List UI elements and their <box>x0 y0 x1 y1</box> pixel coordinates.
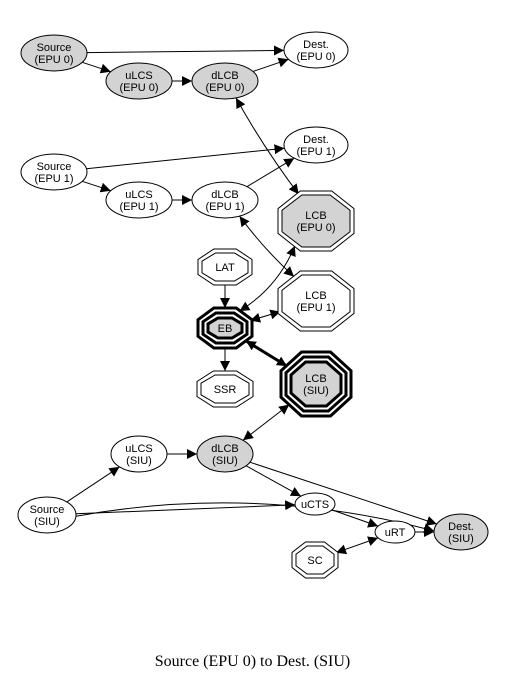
node-sc-label-1: SC <box>307 555 322 567</box>
node-lat: LAT <box>197 248 253 286</box>
edge-src-epu1-to-dest-epu1 <box>86 144 285 170</box>
edge-eb-to-lcb-epu0 <box>239 245 296 312</box>
node-lat-label-1: LAT <box>215 262 235 274</box>
node-lcb-siu-label-1: LCB <box>305 373 326 385</box>
edge-eb-to-lcb-epu1 <box>249 309 281 323</box>
node-dlcb-siu: dLCB(SIU) <box>196 435 254 473</box>
node-lcb-epu0: LCB(EPU 0) <box>277 190 355 252</box>
edge-dlcb-siu-to-lcb-siu <box>242 404 290 441</box>
node-dest-epu0-label-1: Dest. <box>303 39 329 51</box>
edge-src-epu0-to-dest-epu0 <box>86 45 285 56</box>
node-lcb-epu0-label-1: LCB <box>305 210 326 222</box>
node-dest-siu-label-1: Dest. <box>448 521 474 533</box>
node-dlcb-epu0-label-2: (EPU 0) <box>205 82 244 94</box>
edge-dlcb-siu-to-dest-siu <box>249 461 437 526</box>
node-dest-epu1: Dest.(EPU 1) <box>283 126 349 164</box>
node-ucts: uCTS <box>294 492 336 516</box>
edge-dlcb-siu-to-ucts <box>245 465 302 497</box>
node-dlcb-epu1-label-2: (EPU 1) <box>205 201 244 213</box>
edges-layer <box>66 45 437 555</box>
node-dlcb-siu-label-2: (SIU) <box>212 455 238 467</box>
node-ucts-label-1: uCTS <box>301 499 329 511</box>
node-src-epu1-label-2: (EPU 1) <box>34 173 73 185</box>
node-ulcs-epu1-label-2: (EPU 1) <box>119 201 158 213</box>
node-dlcb-epu1-label-1: dLCB <box>211 189 239 201</box>
node-dlcb-epu1: dLCB(EPU 1) <box>191 181 259 219</box>
edge-dlcb-epu1-to-dest-epu1 <box>246 157 295 188</box>
node-src-epu0-label-2: (EPU 0) <box>34 54 73 66</box>
node-ssr: SSR <box>196 370 254 408</box>
node-dest-epu1-label-1: Dest. <box>303 134 329 146</box>
node-src-epu1: Source(EPU 1) <box>20 153 88 191</box>
edge-eb-to-lcb-siu <box>245 339 288 368</box>
node-lcb-epu0-label-2: (EPU 0) <box>296 222 335 234</box>
node-dest-siu: Dest.(SIU) <box>433 513 489 551</box>
node-ulcs-siu-label-2: (SIU) <box>126 455 152 467</box>
edge-src-siu-to-ucts <box>75 500 296 515</box>
node-lcb-siu-label-2: (SIU) <box>303 385 329 397</box>
node-dest-epu1-label-2: (EPU 1) <box>296 146 335 158</box>
node-src-epu0: Source(EPU 0) <box>20 34 88 72</box>
node-src-siu-label-2: (SIU) <box>34 516 60 528</box>
edge-dlcb-epu0-to-lcb-epu0 <box>235 97 300 195</box>
node-dlcb-epu0: dLCB(EPU 0) <box>191 62 259 100</box>
edge-dlcb-epu0-to-dest-epu0 <box>252 57 289 72</box>
edge-src-epu0-to-ulcs-epu0 <box>82 61 111 74</box>
node-urt: uRT <box>374 520 416 544</box>
nodes-layer: Source(EPU 0)Dest.(EPU 0)uLCS(EPU 0)dLCB… <box>17 31 489 579</box>
edge-src-siu-to-ulcs-siu <box>66 466 120 503</box>
node-dest-epu0-label-2: (EPU 0) <box>296 51 335 63</box>
node-lcb-epu1-label-2: (EPU 1) <box>296 302 335 314</box>
node-src-epu1-label-1: Source <box>37 161 72 173</box>
node-ulcs-epu0-label-2: (EPU 0) <box>119 82 158 94</box>
node-src-siu: Source(SIU) <box>17 496 77 534</box>
edge-src-epu1-to-ulcs-epu1 <box>82 180 111 193</box>
node-ulcs-epu0-label-1: uLCS <box>125 70 153 82</box>
node-dlcb-siu-label-1: dLCB <box>211 443 239 455</box>
node-ulcs-siu: uLCS(SIU) <box>110 435 168 473</box>
node-ulcs-epu0: uLCS(EPU 0) <box>105 62 173 100</box>
node-ulcs-epu1-label-1: uLCS <box>125 189 153 201</box>
node-src-siu-label-1: Source <box>30 504 65 516</box>
node-sc: SC <box>291 541 339 579</box>
node-eb-label-1: EB <box>218 323 233 335</box>
node-urt-label-1: uRT <box>385 527 406 539</box>
node-lcb-epu1-label-1: LCB <box>305 290 326 302</box>
node-lcb-epu1: LCB(EPU 1) <box>277 270 355 332</box>
node-ssr-label-1: SSR <box>214 384 237 396</box>
node-ulcs-epu1: uLCS(EPU 1) <box>105 181 173 219</box>
node-eb: EB <box>196 306 254 350</box>
node-ulcs-siu-label-1: uLCS <box>125 443 153 455</box>
node-lcb-siu: LCB(SIU) <box>279 350 353 418</box>
diagram-caption: Source (EPU 0) to Dest. (SIU) <box>154 653 351 670</box>
node-src-epu0-label-1: Source <box>37 42 72 54</box>
edge-sc-to-urt <box>335 536 379 555</box>
node-dlcb-epu0-label-1: dLCB <box>211 70 239 82</box>
node-dest-epu0: Dest.(EPU 0) <box>283 31 349 69</box>
node-dest-siu-label-2: (SIU) <box>448 533 474 545</box>
edge-ucts-to-urt <box>331 509 379 528</box>
edge-src-siu-to-dest-siu <box>75 502 435 534</box>
